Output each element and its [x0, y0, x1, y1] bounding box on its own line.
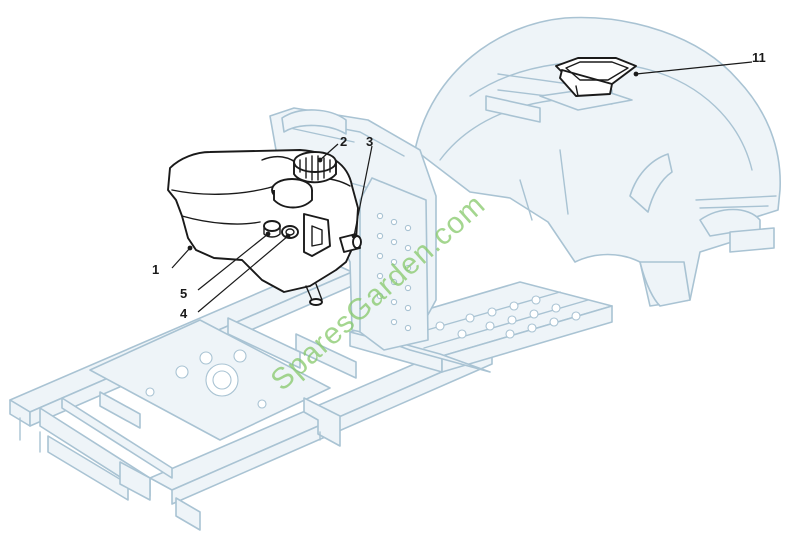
callout-3: 3 [366, 134, 373, 149]
leader-lines [171, 61, 753, 313]
callout-4: 4 [180, 306, 188, 321]
callout-1: 1 [152, 262, 159, 277]
part-2-fuel-cap [293, 151, 337, 184]
part-3-fitting [339, 233, 362, 253]
callout-11: 11 [752, 50, 766, 65]
callout-labels: 1 5 4 2 3 11 [152, 50, 766, 321]
chassis-frame [9, 261, 493, 531]
rear-body-fender [414, 16, 781, 307]
part-11-tray [555, 57, 637, 97]
callout-2: 2 [340, 134, 347, 149]
part-1-fuel-tank [167, 149, 359, 306]
callout-5: 5 [180, 286, 187, 301]
